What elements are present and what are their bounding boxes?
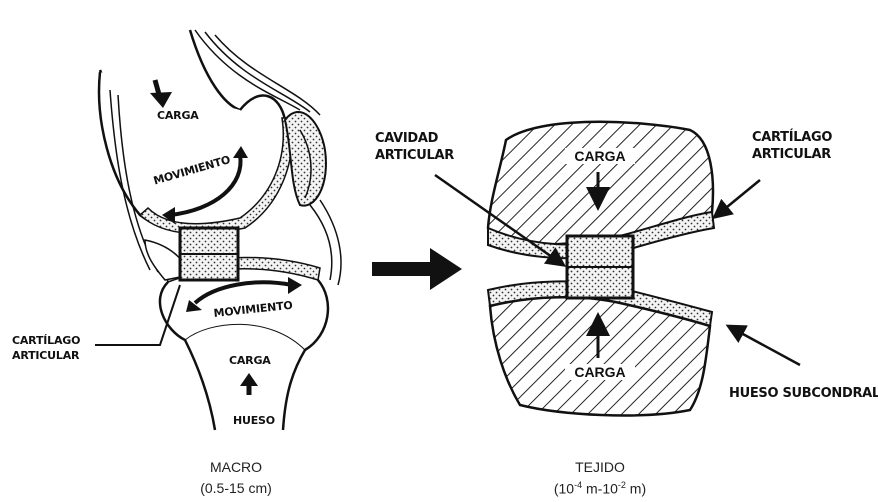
cavidad-label-line1: CAVIDAD — [375, 131, 438, 146]
tissue-caption-mid: m-10 — [582, 481, 618, 497]
macro-carga-up-arrow — [240, 373, 258, 395]
macro-cartilago-label-line1: CARTÍLAGO — [12, 334, 80, 347]
tissue-cartilago-label-line1: CARTÍLAGO — [752, 130, 832, 145]
tissue-carga-top-label: CARGA — [565, 148, 635, 164]
tissue-caption-prefix: (10 — [554, 481, 574, 497]
macro-carga-bottom-label: CARGA — [229, 354, 271, 367]
cavidad-label-line2: ARTICULAR — [375, 148, 454, 163]
patella — [285, 112, 326, 206]
tissue-carga-bottom-label: CARGA — [565, 364, 635, 380]
macro-caption-title: MACRO — [176, 459, 296, 475]
hueso-subcondral-leader — [730, 327, 800, 365]
macro-carga-top-label: CARGA — [157, 109, 199, 122]
tissue-cartilago-leader — [716, 180, 760, 216]
macro-hueso-label: HUESO — [233, 414, 275, 427]
macro-cartilago-label-line2: ARTICULAR — [12, 349, 79, 362]
zoom-arrow — [372, 248, 462, 290]
macro-caption-scale: (0.5-15 cm) — [176, 480, 296, 496]
macro-cartilago-leader — [95, 285, 180, 345]
tissue-caption-scale: (10-4 m-10-2 m) — [520, 480, 680, 497]
tissue-caption-title: TEJIDO — [540, 459, 660, 475]
tissue-caption-exp2: -2 — [618, 480, 626, 490]
hueso-subcondral-label: HUESO SUBCONDRAL — [729, 386, 878, 401]
tissue-caption-suffix: m) — [626, 481, 646, 497]
tissue-cartilago-label-line2: ARTICULAR — [752, 147, 831, 162]
knee-joint-illustration — [95, 30, 341, 430]
tissue-caption-exp1: -4 — [574, 480, 582, 490]
